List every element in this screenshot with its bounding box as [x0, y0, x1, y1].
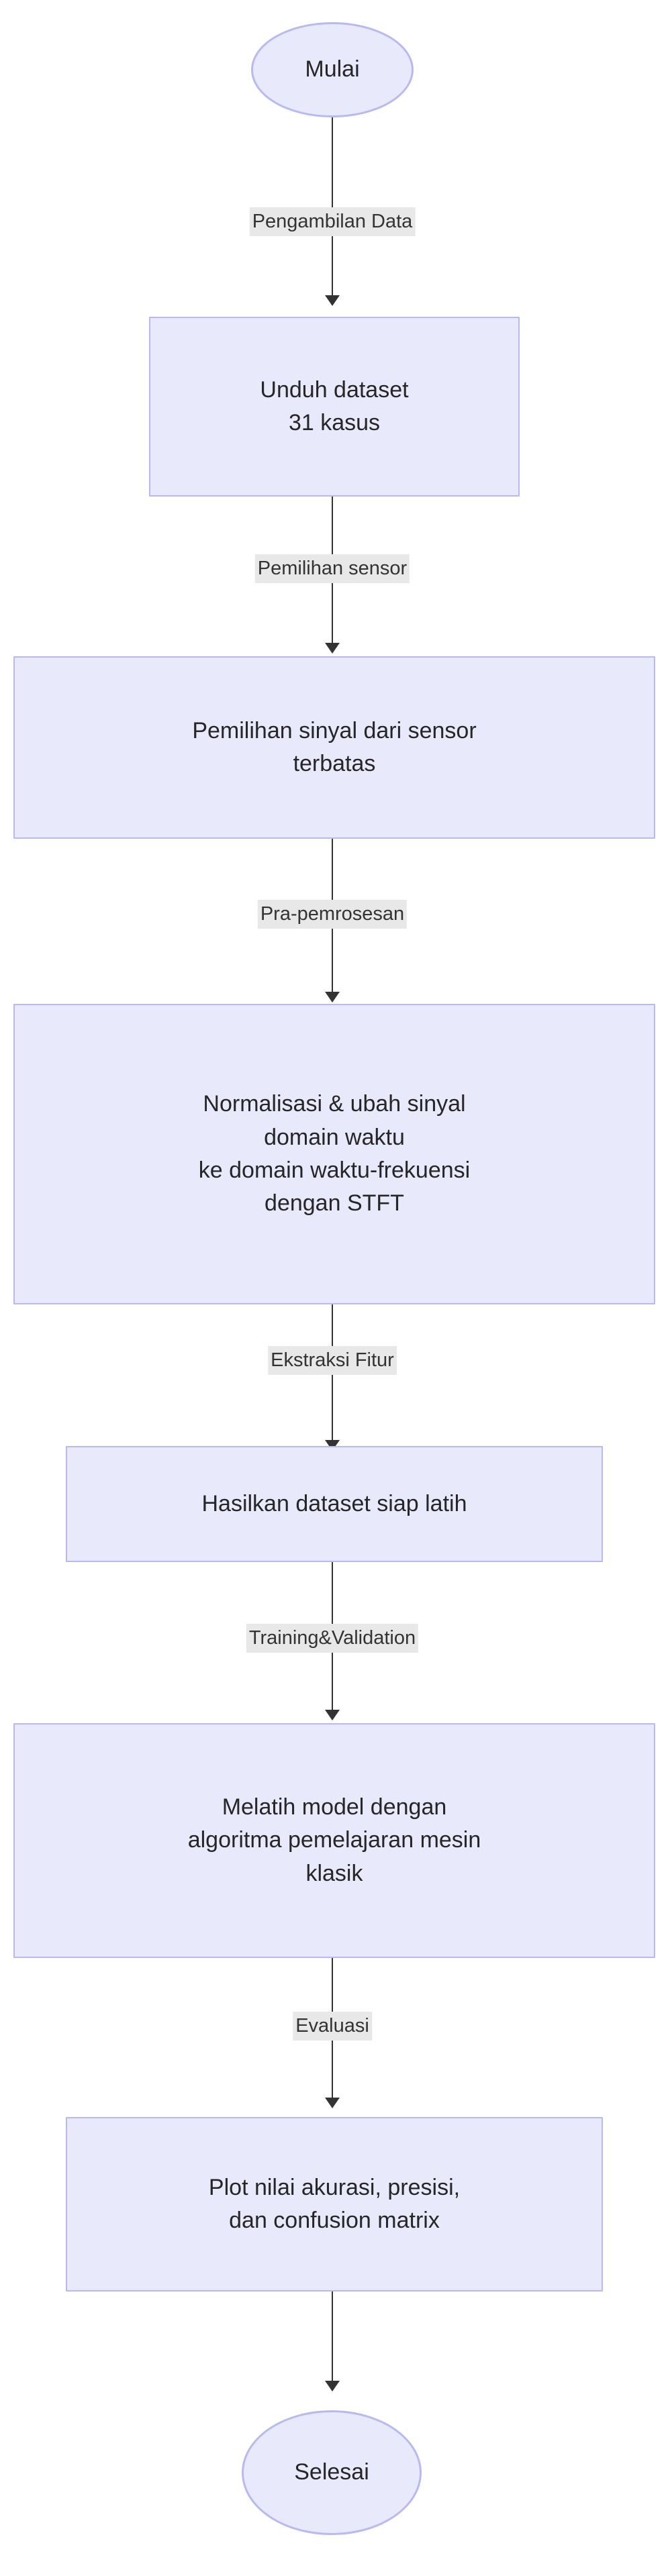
node-preprocessing-label: Normalisasi & ubah sinyal domain waktu k… — [198, 1091, 471, 1217]
node-download-dataset[interactable]: Unduh dataset 31 kasus — [149, 317, 520, 497]
edge-label-evaluasi: Evaluasi — [293, 2012, 372, 2041]
edge-download-to-sensor-arrowhead — [325, 643, 340, 654]
edge-plot-to-end-arrowhead — [325, 2381, 340, 2391]
node-plot-metrics-label: Plot nilai akurasi, presisi, dan confusi… — [208, 2174, 461, 2233]
edge-plot-to-end-line — [332, 2291, 333, 2387]
node-end-label: Selesai — [294, 2459, 369, 2485]
edge-label-training-validation: Training&Validation — [246, 1624, 419, 1653]
node-plot-metrics[interactable]: Plot nilai akurasi, presisi, dan confusi… — [66, 2117, 603, 2291]
edge-label-pengambilan-data: Pengambilan Data — [249, 207, 416, 237]
node-end[interactable]: Selesai — [242, 2410, 422, 2535]
edge-start-to-download-arrowhead — [325, 295, 340, 306]
node-download-dataset-label: Unduh dataset 31 kasus — [260, 376, 409, 435]
edge-preprocess-to-dataset-line — [332, 1304, 333, 1447]
node-train-model[interactable]: Melatih model dengan algoritma pemelajar… — [13, 1723, 655, 1958]
edge-label-ekstraksi-fitur: Ekstraksi Fitur — [268, 1346, 397, 1376]
edge-sensor-to-preprocess-arrowhead — [325, 992, 340, 1002]
node-start-label: Mulai — [305, 56, 360, 83]
node-train-model-label: Melatih model dengan algoritma pemelajar… — [187, 1794, 481, 1886]
node-preprocessing[interactable]: Normalisasi & ubah sinyal domain waktu k… — [13, 1004, 655, 1304]
edge-train-to-plot-arrowhead — [325, 2098, 340, 2108]
node-sensor-selection-label: Pemilihan sinyal dari sensor terbatas — [192, 717, 477, 776]
node-ready-dataset-label: Hasilkan dataset siap latih — [201, 1490, 467, 1516]
node-sensor-selection[interactable]: Pemilihan sinyal dari sensor terbatas — [13, 656, 655, 839]
edge-label-pra-pemrosesan: Pra-pemrosesan — [257, 900, 408, 929]
node-ready-dataset[interactable]: Hasilkan dataset siap latih — [66, 1446, 603, 1562]
edge-dataset-to-train-arrowhead — [325, 1710, 340, 1720]
edge-label-pemilihan-sensor: Pemilihan sensor — [254, 554, 410, 584]
node-start[interactable]: Mulai — [251, 22, 414, 117]
